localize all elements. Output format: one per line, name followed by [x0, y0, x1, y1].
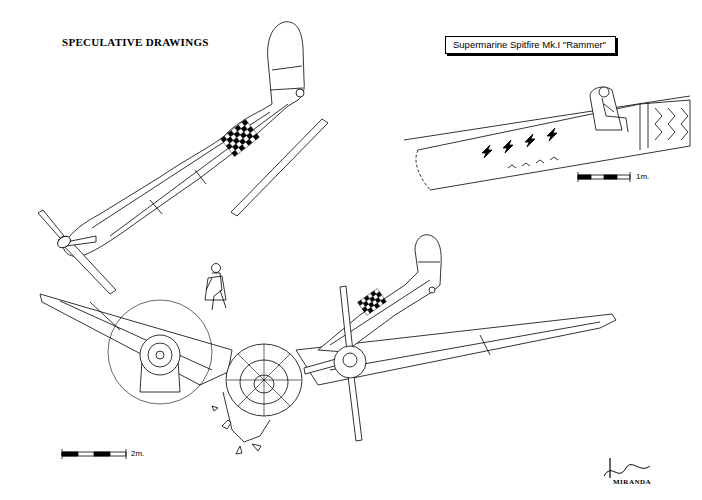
spitfire-fuselage: [318, 235, 441, 352]
canopy-glazing: [221, 119, 260, 156]
debris-marks: [508, 157, 558, 168]
pilot-body: [602, 98, 628, 132]
pilot-head: [599, 87, 609, 97]
scale-ticks: [62, 449, 126, 459]
collision-view: [40, 235, 650, 478]
logo-swoosh: [604, 465, 650, 476]
arrow: [482, 145, 492, 158]
canopy-pane: [381, 298, 387, 304]
spitfire-fuselage: [63, 22, 304, 257]
title-box: Supermarine Spitfire Mk.I "Rammer": [445, 36, 616, 54]
seat: [205, 276, 226, 300]
frame: [640, 103, 648, 150]
engine-cowling: [140, 335, 180, 375]
scale-ticks: [578, 172, 630, 182]
pilot-body: [206, 273, 226, 310]
drawing-part: [38, 22, 690, 478]
arrow: [547, 128, 557, 141]
jettisoned-panel: [231, 119, 328, 216]
scale-label: 2m.: [131, 449, 144, 458]
straps: [655, 108, 688, 140]
scale-segment: [578, 175, 591, 179]
spitfire-ejecting-view: [38, 22, 328, 310]
propeller-blade: [347, 368, 362, 441]
pilot-figure: [205, 264, 226, 311]
scale-segment: [604, 175, 617, 179]
panel-lines: [60, 301, 212, 370]
pilot-head: [212, 264, 221, 273]
scale-bar: [62, 449, 126, 459]
logo-mark: [609, 458, 610, 478]
panel-lines: [92, 66, 303, 236]
seat: [590, 87, 622, 130]
arrow: [525, 134, 535, 147]
scale-bar: [578, 172, 630, 182]
fuselage-section: [418, 100, 690, 190]
tail-wheel: [429, 287, 435, 293]
spinner: [343, 353, 357, 367]
cutaway-view: [404, 87, 690, 190]
engine-hub: [156, 351, 164, 359]
engine-cowling: [334, 346, 366, 378]
arrows: [482, 128, 557, 158]
scale-frame: [62, 452, 126, 456]
engine-cylinders: [148, 343, 172, 367]
propeller-blade: [340, 286, 353, 352]
scale-label: 1m.: [636, 172, 649, 181]
scale-frame: [578, 175, 630, 179]
canopy-pane: [253, 134, 259, 140]
pilot-seated: [590, 87, 628, 132]
canopy-glazing: [358, 289, 387, 316]
engine-highlight-circle: [108, 300, 212, 404]
scale-segment: [62, 452, 78, 456]
signature: MIRANDA: [613, 478, 651, 486]
propeller-blade: [38, 210, 64, 238]
bomber-left-wing: [40, 294, 232, 385]
glazing-frames: [227, 344, 301, 416]
arrow: [503, 140, 513, 153]
sheet-title: SPECULATIVE DRAWINGS: [62, 36, 209, 48]
tail-wheel: [296, 89, 304, 97]
scale-segment: [94, 452, 110, 456]
spinner: [55, 234, 72, 250]
box-text: Supermarine Spitfire Mk.I "Rammer": [453, 39, 608, 50]
cut-line: [416, 150, 430, 190]
bomber-nose-glazing: [226, 344, 302, 416]
